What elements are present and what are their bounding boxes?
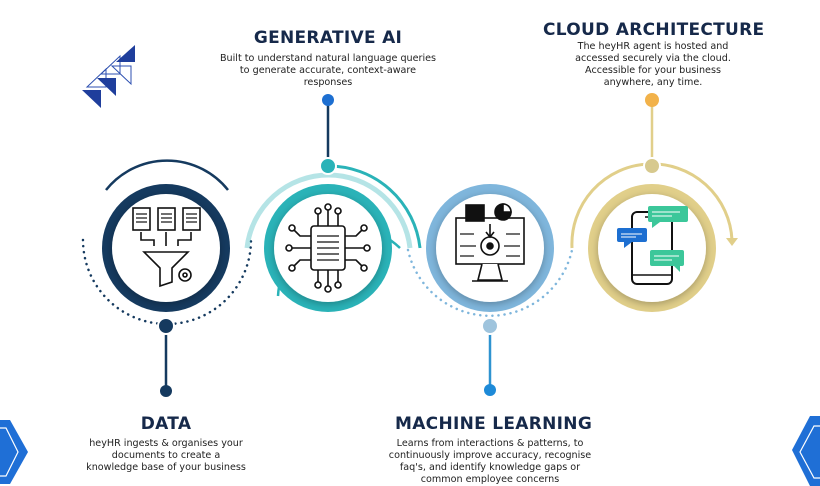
step-data-title: DATA bbox=[140, 414, 192, 434]
computer-learning-icon bbox=[455, 203, 525, 282]
step-genai-title: GENERATIVE AI bbox=[253, 28, 403, 48]
step-data-description: heyHR ingests & organises your documents… bbox=[86, 438, 246, 473]
chevron-arrows-icon bbox=[82, 45, 135, 108]
corner-hexagon-right bbox=[792, 416, 820, 486]
step-ml-connectors bbox=[406, 248, 574, 396]
step-cloud-connectors bbox=[570, 93, 738, 249]
document-funnel-gear-icon bbox=[132, 207, 201, 288]
step-data-badge bbox=[102, 184, 230, 312]
step-cloud-title: CLOUD ARCHITECTURE bbox=[543, 20, 765, 40]
step-cloud-description: The heyHR agent is hosted and accessed s… bbox=[575, 41, 731, 88]
step-genai-description: Built to understand natural language que… bbox=[219, 53, 437, 88]
step-data-connectors bbox=[81, 159, 253, 397]
corner-hexagon-left bbox=[0, 420, 28, 484]
ai-chip-icon bbox=[285, 203, 371, 293]
step-ml-description: Learns from interactions & patterns, to … bbox=[388, 438, 592, 485]
step-ml-title: MACHINE LEARNING bbox=[395, 414, 593, 434]
smartphone-chat-icon bbox=[617, 206, 688, 285]
